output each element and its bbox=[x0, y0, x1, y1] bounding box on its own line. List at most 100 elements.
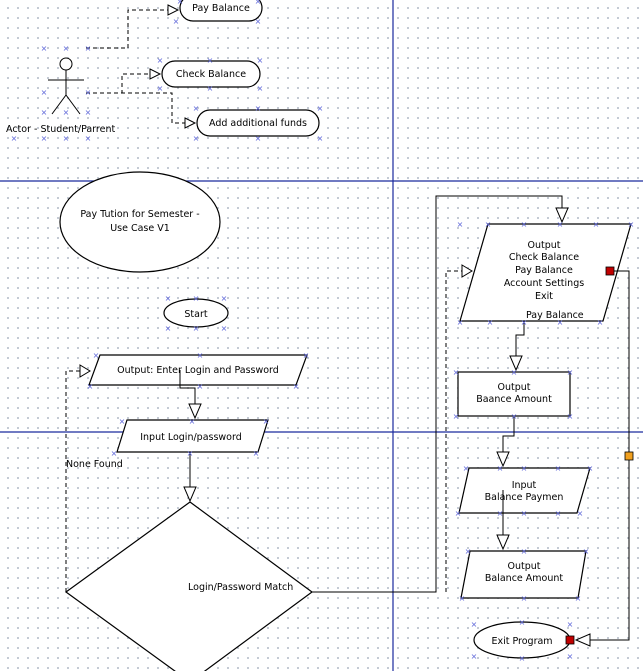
payment-arrowhead bbox=[496, 451, 510, 468]
actor-figure[interactable] bbox=[48, 57, 84, 115]
login-output-to-input-connector bbox=[179, 370, 196, 418]
amount-to-payment-connector bbox=[502, 416, 515, 466]
output-balance-parallelogram[interactable]: Output Balance Amount bbox=[460, 550, 587, 599]
selection-mark: × bbox=[463, 464, 470, 473]
selection-mark: × bbox=[119, 417, 126, 426]
selection-mark: × bbox=[257, 56, 264, 65]
selection-mark: × bbox=[593, 220, 600, 229]
svg-text:Pay Balance: Pay Balance bbox=[515, 265, 573, 276]
selection-mark: × bbox=[485, 220, 492, 229]
input-login-arrowhead bbox=[188, 403, 202, 420]
selection-mark: × bbox=[41, 44, 48, 53]
none-found-arrowhead bbox=[79, 364, 91, 378]
selection-mark: × bbox=[165, 294, 172, 303]
selection-mark: × bbox=[85, 44, 92, 53]
selection-mark: × bbox=[577, 509, 584, 518]
decision-arrowhead bbox=[183, 486, 197, 503]
menu-to-exit-connector bbox=[578, 270, 630, 641]
selection-mark: × bbox=[177, 0, 184, 6]
use-case-add-funds[interactable]: Add additional funds bbox=[196, 109, 320, 137]
selection-mark: × bbox=[521, 509, 528, 518]
exit-arrowhead bbox=[574, 633, 591, 647]
svg-text:Use Case V1: Use Case V1 bbox=[110, 223, 170, 234]
selection-mark: × bbox=[471, 652, 478, 661]
title-ellipse[interactable]: Pay Tution for Semester - Use Case V1 bbox=[59, 171, 221, 273]
check-balance-arrowhead bbox=[149, 68, 162, 80]
selection-mark: × bbox=[197, 351, 204, 360]
pay-balance-arrowhead bbox=[167, 4, 180, 16]
svg-text:Pay Tution for Semester -: Pay Tution for Semester - bbox=[80, 209, 199, 220]
selection-mark: × bbox=[567, 368, 574, 377]
selection-mark: × bbox=[85, 134, 92, 143]
selection-mark: × bbox=[165, 324, 172, 333]
use-case-check-balance[interactable]: Check Balance bbox=[161, 60, 261, 88]
actor-to-add-funds-connector bbox=[86, 92, 193, 124]
selection-mark: × bbox=[257, 84, 264, 93]
match-to-menu-connector bbox=[312, 195, 563, 593]
selection-mark: × bbox=[471, 620, 478, 629]
selection-mark: × bbox=[41, 108, 48, 117]
svg-text:Balance Amount: Balance Amount bbox=[485, 573, 564, 584]
selection-mark: × bbox=[521, 464, 528, 473]
selection-mark: × bbox=[255, 0, 262, 6]
selection-mark: × bbox=[157, 56, 164, 65]
selection-mark: × bbox=[453, 368, 460, 377]
selection-mark: × bbox=[555, 464, 562, 473]
selection-mark: × bbox=[207, 84, 214, 93]
selection-mark: × bbox=[173, 17, 180, 26]
selection-mark: × bbox=[557, 220, 564, 229]
selection-mark: × bbox=[255, 17, 262, 26]
login-decision-diamond[interactable] bbox=[64, 501, 314, 671]
selection-mark: × bbox=[575, 594, 582, 603]
svg-text:Output: Output bbox=[498, 382, 531, 393]
selection-mark: × bbox=[459, 594, 466, 603]
selection-mark: × bbox=[263, 417, 270, 426]
exit-program-terminal[interactable]: Exit Program bbox=[473, 621, 571, 659]
menu-output-parallelogram[interactable]: Output Check Balance Pay Balance Account… bbox=[459, 223, 632, 322]
input-login-parallelogram[interactable]: Input Login/password bbox=[116, 419, 269, 453]
exit-connection-point[interactable] bbox=[565, 635, 575, 645]
input-balance-payment-parallelogram[interactable]: Input Balance Paymen bbox=[458, 467, 591, 514]
selection-mark: × bbox=[521, 220, 528, 229]
none-found-label: None Found bbox=[66, 459, 123, 470]
use-case-pay-balance[interactable]: Pay Balance bbox=[179, 0, 263, 22]
selection-mark: × bbox=[457, 318, 464, 327]
selection-mark: × bbox=[157, 84, 164, 93]
start-terminal[interactable]: Start bbox=[163, 298, 229, 328]
menu-arrowhead bbox=[555, 207, 569, 224]
svg-text:Balance Paymen: Balance Paymen bbox=[485, 492, 564, 503]
svg-text:Output: Output bbox=[528, 240, 561, 251]
output-login-parallelogram[interactable]: Output: Enter Login and Password bbox=[88, 354, 308, 386]
selection-mark: × bbox=[583, 547, 590, 556]
selection-mark: × bbox=[189, 417, 196, 426]
selection-mark: × bbox=[193, 294, 200, 303]
selection-mark: × bbox=[253, 449, 260, 458]
output-balance-amount-box[interactable]: Output Baance Amount bbox=[457, 371, 571, 417]
return-menu-arrowhead bbox=[461, 264, 473, 278]
login-match-label: Login/Password Match bbox=[188, 582, 293, 593]
exit-path-handle[interactable] bbox=[624, 451, 634, 461]
selection-mark: × bbox=[111, 449, 118, 458]
selection-handle-marks: × × × × × × × × × × × × × × × × × × × × × × × × × × × × × × × × × × × × × × × ×… bbox=[11, 0, 635, 663]
svg-text:Output: Enter Login and Passwo: Output: Enter Login and Password bbox=[117, 365, 279, 376]
selection-mark: × bbox=[511, 368, 518, 377]
actor-label: Actor - Student/Parrent bbox=[6, 124, 115, 135]
svg-text:Add additional funds: Add additional funds bbox=[209, 118, 307, 129]
selection-mark: × bbox=[597, 318, 604, 327]
selection-mark: × bbox=[555, 509, 562, 518]
selection-mark: × bbox=[41, 88, 48, 97]
selection-mark: × bbox=[521, 547, 528, 556]
selection-mark: × bbox=[221, 294, 228, 303]
selection-mark: × bbox=[567, 652, 574, 661]
selection-mark: × bbox=[511, 412, 518, 421]
svg-text:Check Balance: Check Balance bbox=[176, 69, 246, 80]
menu-connection-point[interactable] bbox=[605, 266, 615, 276]
selection-mark: × bbox=[587, 464, 594, 473]
selection-mark: × bbox=[521, 318, 528, 327]
svg-text:Start: Start bbox=[184, 309, 207, 320]
menu-pay-balance-label: Pay Balance bbox=[526, 310, 584, 321]
selection-mark: × bbox=[497, 464, 504, 473]
selection-mark: × bbox=[63, 134, 70, 143]
selection-mark: × bbox=[497, 509, 504, 518]
